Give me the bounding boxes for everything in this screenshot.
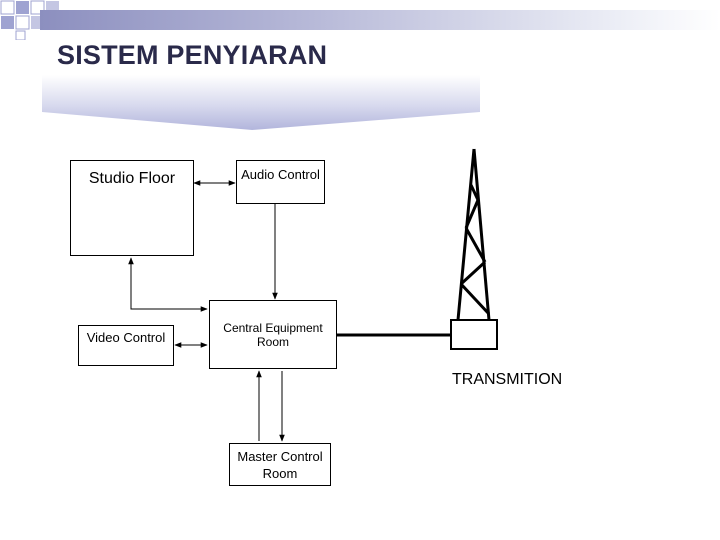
video-control-box: Video Control xyxy=(78,325,174,366)
central-equipment-room-label: Central Equipment Room xyxy=(223,321,323,349)
transmission-tower-icon xyxy=(456,148,491,321)
header-gradient-band xyxy=(40,10,720,30)
transmitter-base xyxy=(450,319,498,350)
corner-squares-decoration xyxy=(0,0,59,40)
master-control-room-box: Master Control Room xyxy=(229,443,331,486)
connector-studio-central xyxy=(128,257,208,312)
audio-control-box: Audio Control xyxy=(236,160,325,204)
video-control-label: Video Control xyxy=(86,330,166,345)
slide-title: SISTEM PENYIARAN xyxy=(57,40,328,70)
master-control-room-label: Master Control Room xyxy=(237,449,323,481)
studio-floor-box: Studio Floor xyxy=(70,160,194,256)
central-equipment-room-box: Central Equipment Room xyxy=(209,300,337,369)
title-panel xyxy=(42,30,480,130)
transmition-label: TRANSMITION xyxy=(452,371,563,388)
audio-control-label: Audio Control xyxy=(241,167,320,182)
studio-floor-label: Studio Floor xyxy=(88,170,176,187)
